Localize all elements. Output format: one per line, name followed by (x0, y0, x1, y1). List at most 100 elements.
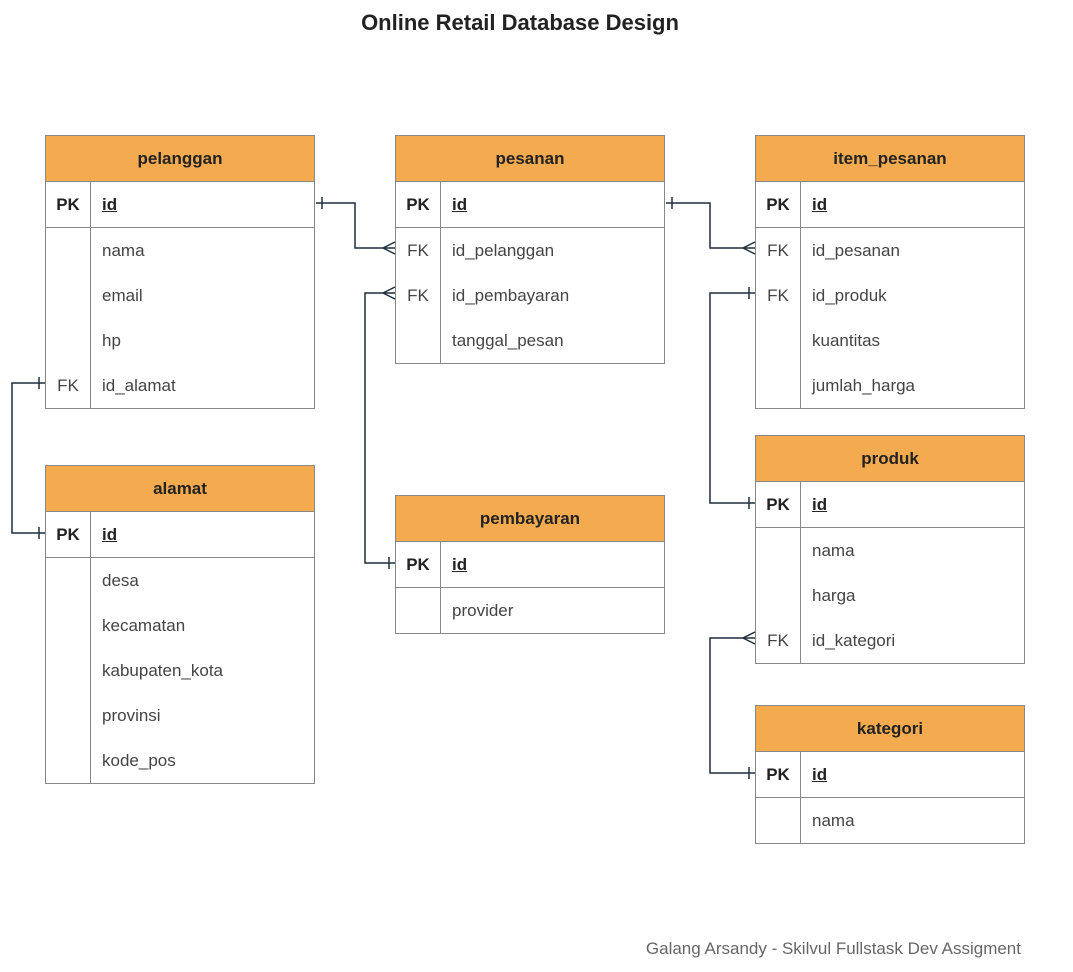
field-name: nama (812, 541, 855, 560)
table-row: PK id (46, 512, 314, 558)
table-kategori[interactable]: kategori PK id nama (755, 705, 1025, 844)
key-label: FK (756, 228, 801, 273)
table-row: FK id_pesanan (756, 228, 1024, 273)
field-name: id_pembayaran (452, 286, 570, 305)
field-name: id_pelanggan (452, 241, 555, 260)
field-name: id_alamat (102, 376, 176, 395)
key-label: PK (46, 512, 91, 557)
field-name: email (102, 286, 143, 305)
field-name: kode_pos (102, 751, 176, 770)
table-alamat[interactable]: alamat PK id desa kecamatan kabupaten_kot… (45, 465, 315, 784)
table-row: kecamatan (46, 603, 314, 648)
field-name: tanggal_pesan (452, 331, 564, 350)
table-row: FK id_produk (756, 273, 1024, 318)
table-header-pesanan: pesanan (396, 136, 664, 182)
table-row: kabupaten_kota (46, 648, 314, 693)
many-marker-icon (742, 631, 756, 645)
many-marker-icon (382, 241, 396, 255)
table-row: provider (396, 588, 664, 633)
field-name: kabupaten_kota (102, 661, 223, 680)
field-name: id (812, 195, 828, 214)
table-header-produk: produk (756, 436, 1024, 482)
table-row: FK id_kategori (756, 618, 1024, 663)
table-row: FK id_pelanggan (396, 228, 664, 273)
key-label: PK (396, 182, 441, 227)
table-row: PK id (756, 182, 1024, 228)
table-row: provinsi (46, 693, 314, 738)
key-label: FK (396, 228, 441, 273)
key-label (46, 318, 91, 363)
key-label (46, 648, 91, 693)
connector-alamat-pelanggan (11, 382, 45, 534)
field-name: id (452, 195, 468, 214)
key-label: PK (46, 182, 91, 227)
field-name: desa (102, 571, 139, 590)
table-row: PK id (756, 752, 1024, 798)
field-name: id (812, 765, 828, 784)
table-row: PK id (756, 482, 1024, 528)
table-row: nama (756, 798, 1024, 843)
key-label: PK (756, 752, 801, 797)
field-name: nama (812, 811, 855, 830)
field-name: provinsi (102, 706, 161, 725)
field-name: id (812, 495, 828, 514)
key-label: FK (756, 273, 801, 318)
table-row: PK id (396, 182, 664, 228)
table-row: kode_pos (46, 738, 314, 783)
table-row: kuantitas (756, 318, 1024, 363)
many-marker-icon (742, 241, 756, 255)
table-row: desa (46, 558, 314, 603)
table-header-alamat: alamat (46, 466, 314, 512)
key-label: PK (396, 542, 441, 587)
many-marker-icon (382, 286, 396, 300)
key-label: PK (756, 482, 801, 527)
field-name: provider (452, 601, 514, 620)
field-name: id_produk (812, 286, 887, 305)
table-row: jumlah_harga (756, 363, 1024, 408)
table-row: FK id_alamat (46, 363, 314, 408)
key-label: PK (756, 182, 801, 227)
field-name: id (452, 555, 468, 574)
field-name: id (102, 525, 118, 544)
footer-credit: Galang Arsandy - Skilvul Fullstask Dev A… (645, 939, 1021, 958)
diagram-title: Online Retail Database Design (361, 10, 679, 35)
key-label (46, 273, 91, 318)
key-label (46, 738, 91, 783)
connector-pelanggan-pesanan (316, 202, 395, 249)
key-label (46, 228, 91, 273)
field-name: kuantitas (812, 331, 881, 350)
table-row: tanggal_pesan (396, 318, 664, 363)
connector-pembayaran-pesanan (364, 292, 395, 564)
key-label (756, 318, 801, 363)
field-name: kecamatan (102, 616, 186, 635)
field-name: id_pesanan (812, 241, 900, 260)
connector-pesanan-item-pesanan (666, 202, 755, 249)
key-label: FK (46, 363, 91, 408)
table-row: PK id (396, 542, 664, 588)
table-row: harga (756, 573, 1024, 618)
field-name: jumlah_harga (812, 376, 916, 395)
field-name: harga (812, 586, 856, 605)
table-row: hp (46, 318, 314, 363)
connector-produk-item-pesanan (709, 292, 755, 504)
table-row: email (46, 273, 314, 318)
field-name: nama (102, 241, 145, 260)
key-label (46, 603, 91, 648)
table-produk[interactable]: produk PK id nama harga FK id_kategori (755, 435, 1025, 664)
key-label: FK (756, 618, 801, 663)
key-label (396, 318, 441, 363)
connector-kategori-produk (709, 637, 755, 774)
table-row: nama (756, 528, 1024, 573)
key-label (756, 573, 801, 618)
table-header-pelanggan: pelanggan (46, 136, 314, 182)
key-label (46, 558, 91, 603)
table-header-kategori: kategori (756, 706, 1024, 752)
field-name: id_kategori (812, 631, 896, 650)
